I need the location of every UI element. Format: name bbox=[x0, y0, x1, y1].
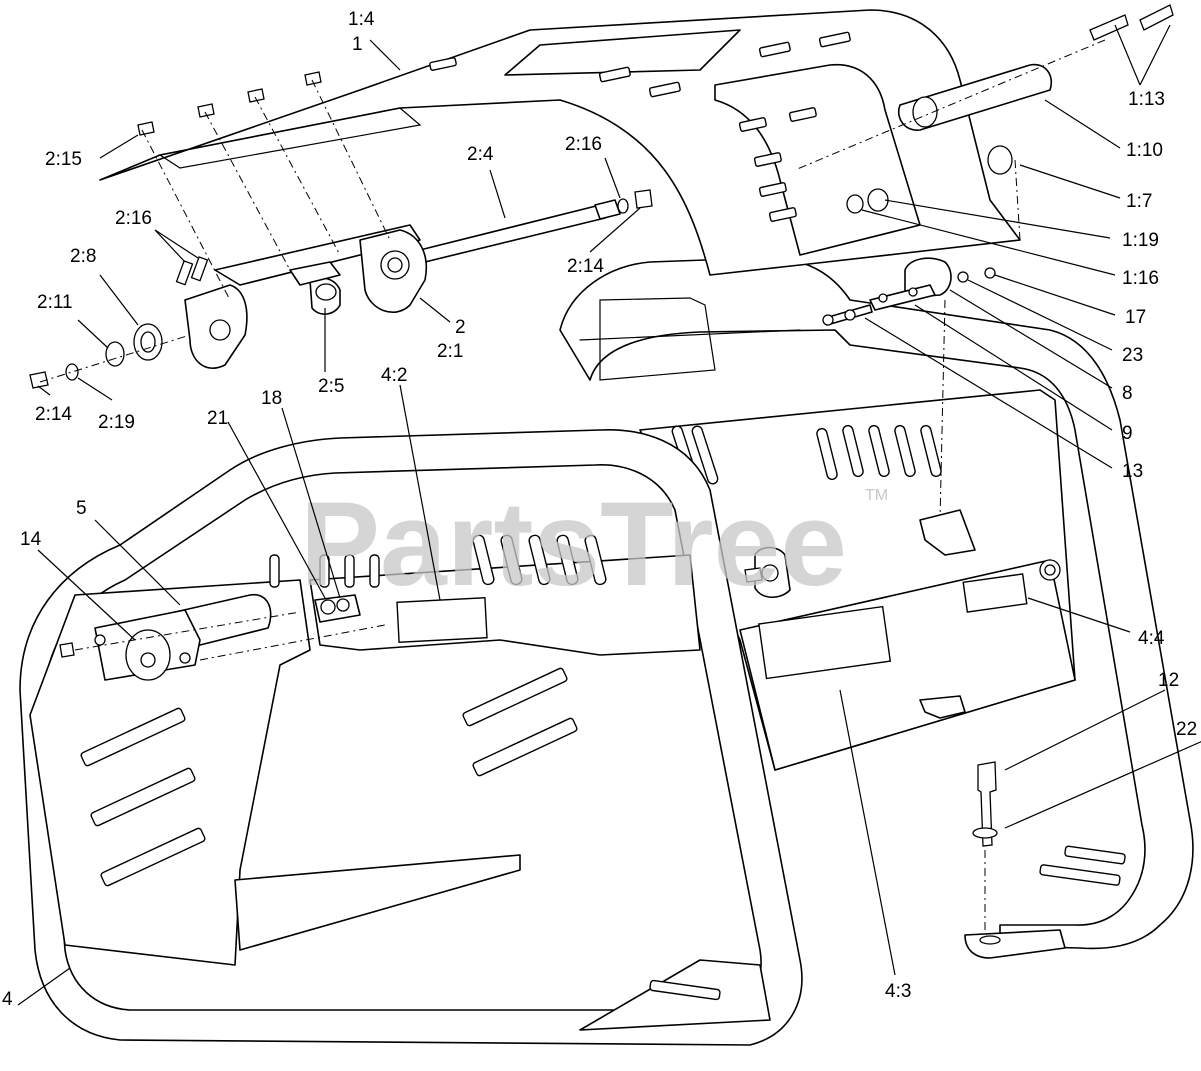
bolt-2-14a bbox=[29, 371, 49, 389]
screw-1-13a bbox=[1089, 14, 1129, 41]
callout-1-13: 1:13 bbox=[1128, 89, 1165, 110]
callout-1-7: 1:7 bbox=[1126, 191, 1152, 212]
tab-bracket bbox=[919, 509, 976, 556]
callout-1: 1 bbox=[352, 34, 363, 55]
callout-1-19: 1:19 bbox=[1122, 230, 1159, 251]
callout-13: 13 bbox=[1122, 461, 1143, 482]
callout-14: 14 bbox=[20, 529, 42, 550]
skid-plate bbox=[964, 929, 1066, 959]
callout-9: 9 bbox=[1122, 423, 1133, 444]
watermark-tm: TM bbox=[865, 487, 888, 504]
callout-4-2: 4:2 bbox=[381, 365, 407, 386]
screws-2-15 bbox=[137, 71, 322, 136]
callout-2-4: 2:4 bbox=[467, 144, 494, 165]
bolt-12 bbox=[977, 761, 997, 847]
callout-5: 5 bbox=[76, 498, 87, 519]
washer-2-16 bbox=[617, 198, 629, 214]
nut-18 bbox=[336, 598, 350, 612]
callout-2-14a: 2:14 bbox=[567, 256, 604, 277]
callout-2-19: 2:19 bbox=[98, 412, 135, 433]
control-panel-bracket bbox=[639, 389, 1076, 771]
hook-bracket bbox=[919, 695, 966, 719]
bearing-2-8 bbox=[133, 323, 163, 361]
callout-12: 12 bbox=[1158, 670, 1179, 691]
leader-lines bbox=[17, 24, 1201, 1006]
top-vents bbox=[269, 534, 607, 588]
nut-17 bbox=[984, 267, 996, 279]
clip-2-11 bbox=[105, 341, 125, 367]
upper-panel bbox=[99, 9, 1021, 276]
upper-slots bbox=[429, 31, 851, 222]
shaft-assembly bbox=[29, 71, 653, 389]
callout-21: 21 bbox=[207, 408, 228, 429]
decal-4-2 bbox=[396, 596, 488, 644]
screw-1-13b bbox=[1139, 4, 1174, 31]
callout-17: 17 bbox=[1125, 307, 1146, 328]
decal-4-4 bbox=[962, 573, 1028, 613]
callout-4-4: 4:4 bbox=[1138, 628, 1165, 649]
linkage-assembly bbox=[744, 4, 1174, 599]
bolt-2-14b bbox=[634, 189, 653, 209]
callout-2-11: 2:11 bbox=[37, 292, 73, 313]
callout-18: 18 bbox=[261, 388, 282, 409]
nut-23 bbox=[957, 271, 969, 283]
front-vents bbox=[80, 667, 578, 887]
washer-22 bbox=[972, 827, 998, 839]
callout-23: 23 bbox=[1122, 345, 1143, 366]
callout-labels: 1:4 1 1:13 1:10 1:7 1:19 1:16 17 23 8 9 … bbox=[2, 9, 1197, 1010]
nut-1-16 bbox=[846, 194, 864, 214]
callout-22: 22 bbox=[1176, 719, 1197, 740]
shaft-2-4 bbox=[419, 204, 606, 263]
callout-1-10: 1:10 bbox=[1126, 140, 1163, 161]
callout-2: 2 bbox=[455, 317, 466, 338]
callout-2-5: 2:5 bbox=[318, 376, 344, 397]
bracket-18-21 bbox=[314, 594, 361, 623]
watermark-text: PartsTree bbox=[300, 477, 847, 611]
callout-8: 8 bbox=[1122, 383, 1133, 404]
callout-2-14b: 2:14 bbox=[35, 404, 72, 425]
callout-2-15: 2:15 bbox=[45, 149, 82, 170]
callout-1-16: 1:16 bbox=[1122, 268, 1159, 289]
upper-right-vents bbox=[816, 424, 942, 481]
callout-2-16b: 2:16 bbox=[115, 208, 152, 229]
callout-4-3: 4:3 bbox=[885, 981, 911, 1002]
washer-21 bbox=[320, 599, 336, 615]
callout-2-16a: 2:16 bbox=[565, 134, 602, 155]
bolt-assembly-12 bbox=[964, 761, 1066, 959]
screws-2-16a bbox=[175, 256, 209, 286]
callout-2-1: 2:1 bbox=[437, 341, 463, 362]
callout-1-4: 1:4 bbox=[348, 9, 375, 30]
callout-2-8: 2:8 bbox=[70, 246, 96, 267]
watermark: PartsTree TM bbox=[300, 477, 888, 611]
washer-2-19 bbox=[65, 363, 79, 381]
decal-4-3 bbox=[758, 605, 892, 680]
callout-4: 4 bbox=[2, 989, 13, 1010]
bushing-1-7 bbox=[987, 145, 1013, 175]
